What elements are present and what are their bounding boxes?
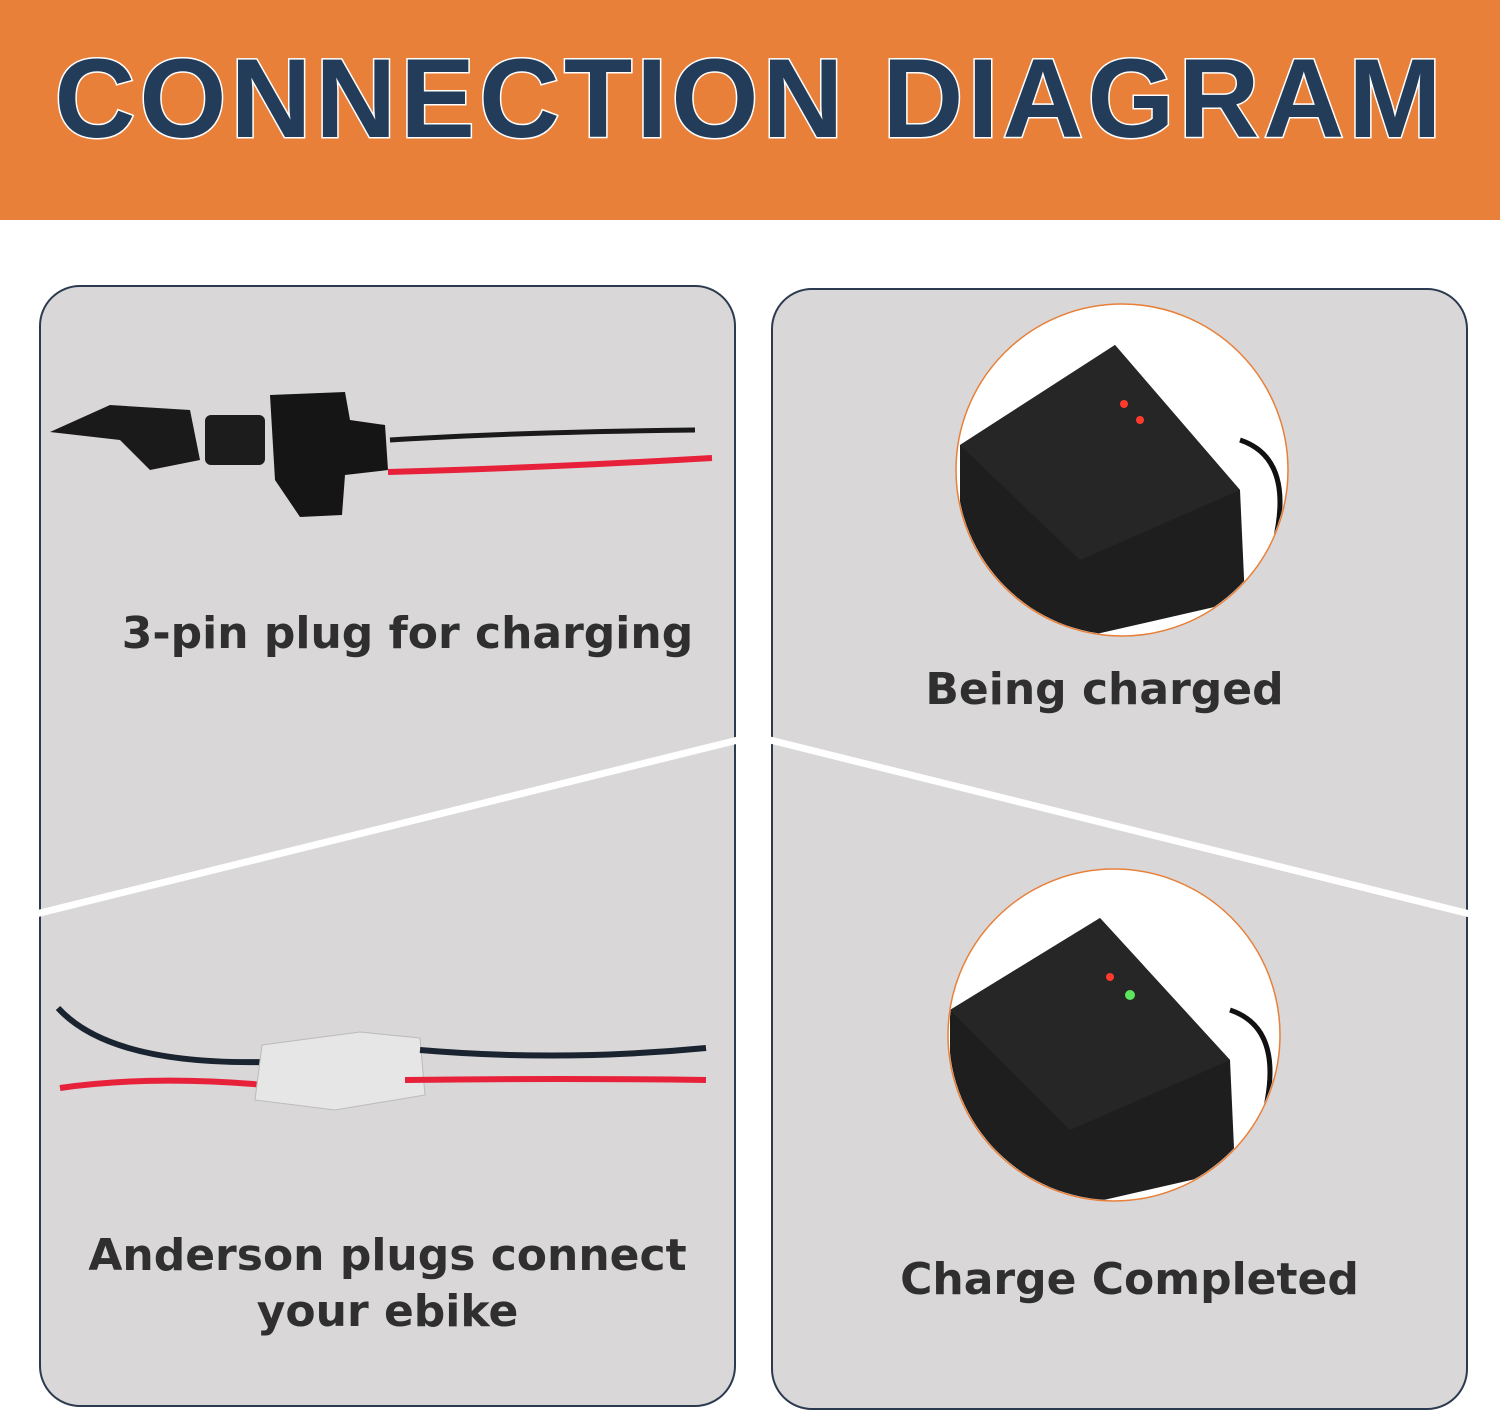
left-divider bbox=[35, 736, 739, 918]
anderson-label: Anderson plugs connect your ebike bbox=[40, 1228, 735, 1340]
being-charged-label: Being charged bbox=[925, 664, 1284, 715]
right-divider bbox=[769, 736, 1471, 918]
page-title: CONNECTION DIAGRAM bbox=[53, 35, 1446, 163]
three-pin-plug-image bbox=[50, 392, 713, 517]
anderson-plug-image bbox=[55, 1005, 707, 1111]
charger-charging-image bbox=[955, 303, 1289, 637]
left-panel bbox=[39, 285, 736, 1407]
anderson-label-line2: your ebike bbox=[256, 1286, 519, 1337]
led-red-2 bbox=[1136, 416, 1144, 424]
charge-completed-label: Charge Completed bbox=[900, 1254, 1359, 1305]
plug-label: 3-pin plug for charging bbox=[121, 608, 694, 659]
header-banner bbox=[0, 0, 1500, 220]
led-red bbox=[1106, 973, 1114, 981]
charger-completed-image bbox=[947, 868, 1281, 1202]
right-panel bbox=[771, 288, 1468, 1410]
led-green bbox=[1125, 990, 1135, 1000]
led-red-1 bbox=[1120, 400, 1128, 408]
anderson-label-line1: Anderson plugs connect bbox=[88, 1230, 687, 1281]
